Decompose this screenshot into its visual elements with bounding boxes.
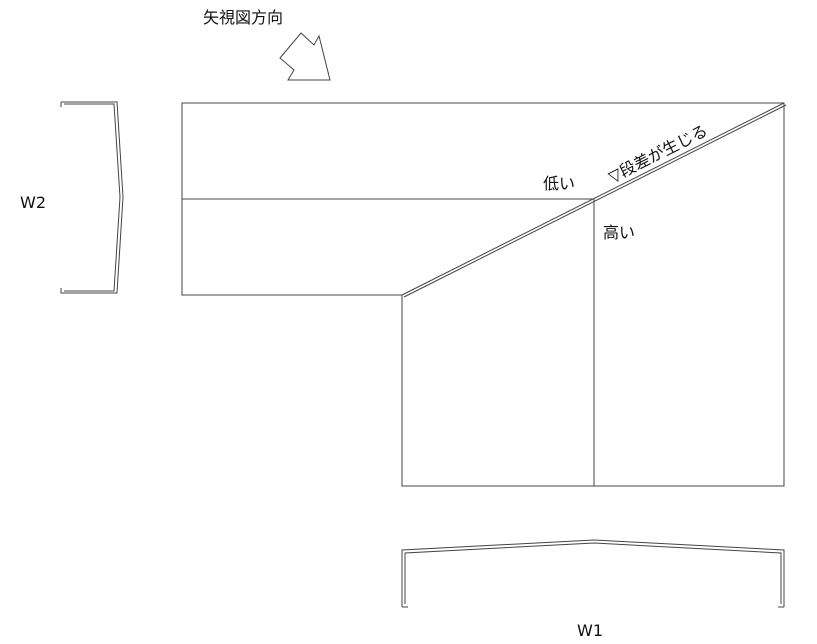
w1-dimension-bracket — [401, 539, 785, 608]
view-direction-arrow-icon — [279, 32, 331, 81]
w2-label: W2 — [20, 193, 46, 212]
low-label: 低い — [543, 174, 575, 193]
view-direction-label: 矢視図方向 — [203, 8, 283, 27]
plan-outline — [181, 102, 787, 487]
step-note-label: ▽段差が生じる — [605, 121, 710, 187]
w1-label: W1 — [577, 621, 603, 640]
high-label: 高い — [603, 223, 635, 242]
w2-dimension-bracket — [60, 101, 124, 294]
